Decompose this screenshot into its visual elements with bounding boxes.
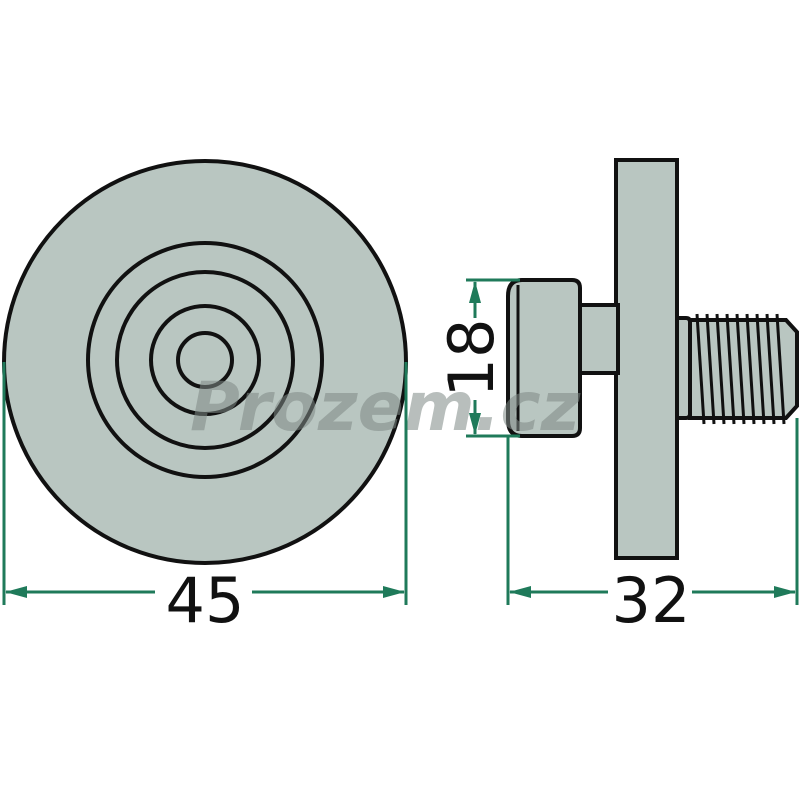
disc-ring-2 xyxy=(115,270,295,450)
dimension-label-diameter: 45 xyxy=(166,564,245,637)
watermark-text: Prozem.cz xyxy=(190,368,581,447)
thread-lines xyxy=(695,313,786,425)
dimension-label-head-height: 18 xyxy=(435,319,508,398)
dimension-diameter xyxy=(2,362,408,605)
disc-ring-1 xyxy=(86,241,324,479)
dimension-label-length: 32 xyxy=(612,564,691,637)
front-view xyxy=(2,159,408,565)
dimension-head-height xyxy=(466,278,520,438)
disc-hub xyxy=(176,331,234,389)
dimension-length xyxy=(506,418,799,605)
flange-plate xyxy=(614,158,679,560)
bolt-head xyxy=(506,278,582,438)
side-view xyxy=(506,158,799,560)
disc-ring-3 xyxy=(149,304,261,416)
